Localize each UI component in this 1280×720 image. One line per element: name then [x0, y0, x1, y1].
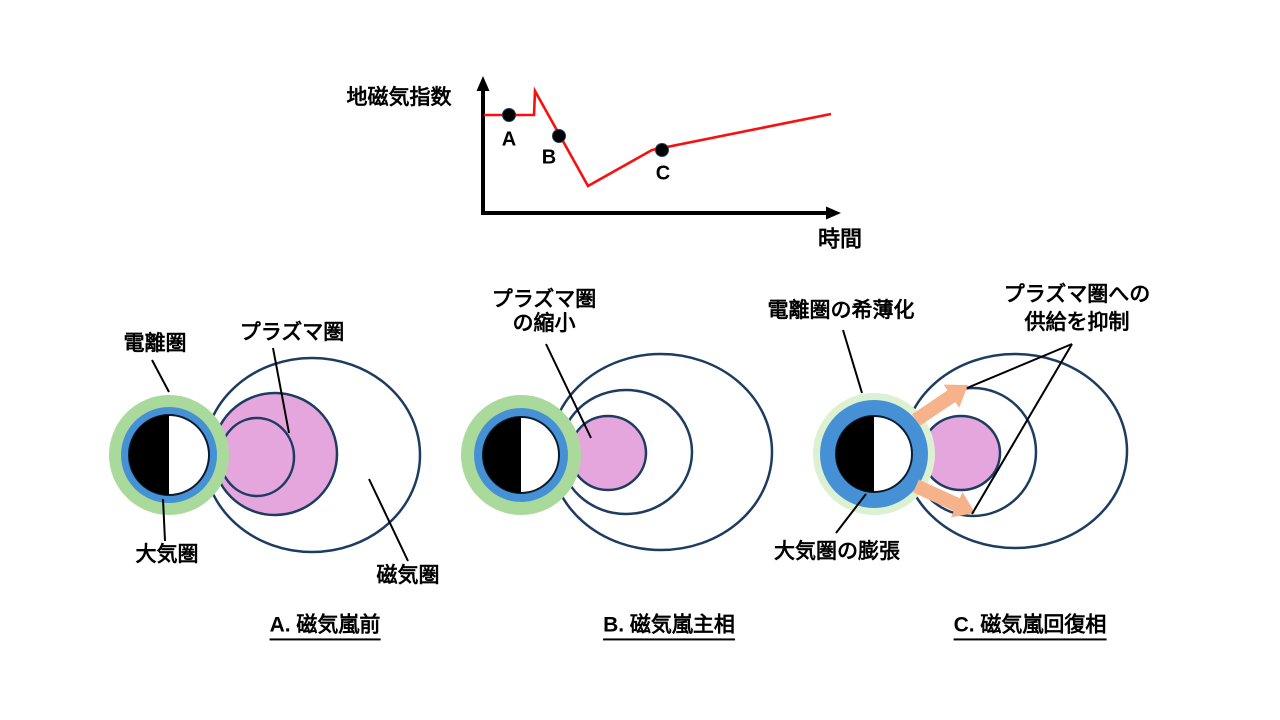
panel-c-supply-leader-upper: [966, 343, 1073, 389]
panel-b-earth: [461, 395, 581, 515]
panel-c-label-atmosphere-expansion: 大気圏の膨張: [774, 539, 900, 563]
panel-c-outflow-arrow-lower: [913, 479, 975, 518]
panel-b-caption: B. 磁気嵐主相: [603, 613, 735, 641]
panel-b-label-shrink-line1: プラズマ圏: [491, 287, 597, 311]
panel-a-label-ionosphere: 電離圏: [123, 331, 187, 355]
x-axis-arrowhead: [826, 206, 841, 220]
chart-marker-a: A: [501, 128, 517, 151]
panel-b-shrink-leader: [545, 343, 592, 439]
panel-a-magnetosphere-leader: [368, 478, 409, 562]
panel-b-plasmasphere-shrunk: [568, 414, 648, 492]
chart-xlabel: 時間: [817, 226, 863, 252]
panel-a-diagram: [109, 347, 422, 562]
panel-a-earth: [109, 395, 229, 515]
panel-c-ionosphere-thinning-leader: [842, 329, 863, 394]
point-a-dot: [502, 108, 516, 122]
panel-b-diagram: [461, 343, 774, 552]
panel-c-caption: C. 磁気嵐回復相: [953, 613, 1107, 641]
panel-a-atmosphere-leader: [162, 498, 166, 542]
panel-a-label-magnetosphere: 磁気圏: [376, 563, 440, 587]
panel-b-earth-nightside: [483, 417, 521, 493]
panel-a-caption: A. 磁気嵐前: [269, 613, 381, 641]
panel-a-label-atmosphere: 大気圏: [135, 542, 199, 566]
panel-a-plasmasphere: [211, 391, 339, 517]
geomagnetic-index-chart: [476, 76, 841, 220]
point-b-dot: [552, 129, 566, 143]
panel-b-label-shrink-line2: の縮小: [512, 311, 576, 335]
panel-c-earth: [813, 393, 935, 515]
panel-c-supply-leader-lower: [971, 343, 1073, 515]
panel-c-label-ionosphere-thinning: 電離圏の希薄化: [767, 298, 915, 322]
panel-a-earth-nightside: [129, 415, 169, 495]
panel-a-ionosphere-leader: [151, 359, 170, 393]
y-axis-arrowhead: [476, 76, 490, 91]
panel-c-earth-nightside: [836, 416, 874, 492]
chart-ylabel: 地磁気指数: [346, 85, 452, 109]
panel-c-outflow-arrow-upper: [912, 384, 968, 426]
chart-marker-c: C: [655, 162, 671, 185]
panel-c-atmosphere-expansion-leader: [835, 493, 867, 534]
panel-c-diagram: [813, 329, 1129, 550]
point-c-dot: [655, 143, 669, 157]
panel-a-plasmasphere-leader: [272, 347, 290, 434]
panel-c-label-supply-line2: 供給を抑制: [1024, 310, 1130, 334]
chart-marker-b: B: [541, 146, 557, 169]
panel-c-label-supply-line1: プラズマ圏への: [1003, 282, 1151, 306]
panel-a-label-plasmasphere: プラズマ圏: [239, 320, 345, 344]
